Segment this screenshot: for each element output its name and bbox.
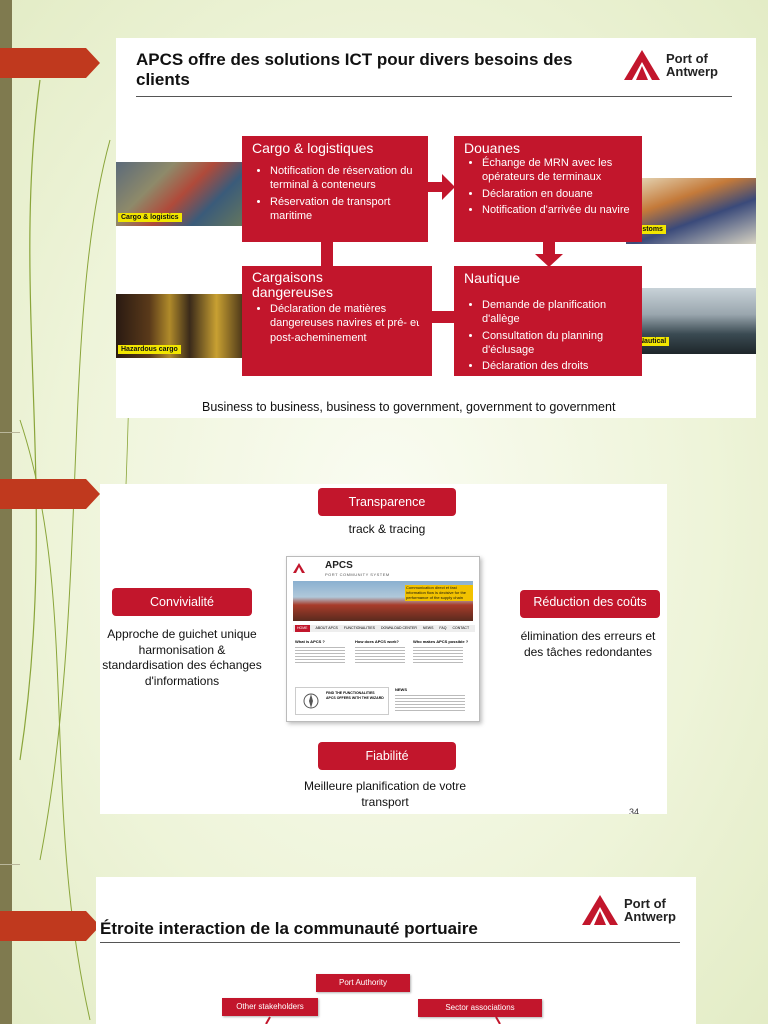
box-cargo: Cargo & logistiques Notification de rése… <box>242 136 428 242</box>
port-of-antwerp-logo-icon <box>624 50 660 80</box>
box-list: Notification de réservation du terminal … <box>256 164 428 225</box>
title-rule <box>100 942 680 943</box>
separator <box>0 432 20 433</box>
box-title: Nautique <box>464 270 521 286</box>
fiabilite-label: Fiabilité <box>318 742 456 770</box>
nav-item[interactable]: ABOUT APCS <box>315 626 338 630</box>
arrow-left-icon <box>413 302 455 332</box>
transparence-text: track & tracing <box>348 522 426 536</box>
list-item: Déclaration de matières dangereuses navi… <box>270 302 420 345</box>
apcs-subtitle: PORT COMMUNITY SYSTEM <box>325 572 390 577</box>
text-placeholder <box>295 647 345 663</box>
page-number: 34 <box>628 807 639 814</box>
node-sector-associations: Sector associations <box>418 999 542 1017</box>
transparence-label: Transparence <box>318 488 456 516</box>
reduction-label: Réduction des coûts <box>520 590 660 618</box>
convivialite-text: Approche de guichet unique harmonisation… <box>102 627 262 688</box>
box-title: Douanes <box>464 140 521 156</box>
slide-footer: Business to business, business to govern… <box>202 400 616 414</box>
node-port-authority: Port Authority <box>316 974 410 992</box>
site-col-heading: Who makes APCS possible ? <box>413 639 469 644</box>
slide-title: APCS offre des solutions ICT pour divers… <box>136 50 573 90</box>
box-title: Cargo & logistiques <box>252 140 374 156</box>
list-item: Déclaration en douane <box>482 187 642 201</box>
nav-item[interactable]: NEWS <box>422 626 434 630</box>
list-item: Échange de MRN avec les opérateurs de te… <box>482 156 642 185</box>
node-other-stakeholders: Other stakeholders <box>222 998 318 1016</box>
logo-line-2: Antwerp <box>624 909 676 924</box>
banner-text: Communication direct et fast information… <box>405 585 473 602</box>
photo-label: Nautical <box>636 337 670 346</box>
list-item: Consultation du planning d'éclusage <box>482 329 642 358</box>
logo-line-2: Antwerp <box>666 64 718 79</box>
box-cargaisons: Cargaisons dangereuses Déclaration de ma… <box>242 266 432 376</box>
wizard-text: FIND THE FUNCTIONALITIES APCS OFFERS WIT… <box>326 691 384 700</box>
box-list: Déclaration de matières dangereuses navi… <box>256 302 420 347</box>
list-item: Notification d'arrivée du navire <box>482 203 642 217</box>
arrow-down-icon <box>535 242 563 267</box>
box-nautique: Nautique Demande de planification d'allè… <box>454 266 642 376</box>
text-placeholder <box>413 647 463 663</box>
nav-item[interactable]: HOME <box>295 625 310 632</box>
arrow-right-icon <box>428 174 455 200</box>
box-list: Demande de planification d'allège Consul… <box>468 298 642 375</box>
logo-line-1: Port of <box>624 896 666 911</box>
connector-lines <box>265 1016 501 1024</box>
photo-label: Cargo & logistics <box>118 213 182 222</box>
nav-item[interactable]: FAQ <box>439 626 447 630</box>
convivialite-label: Convivialité <box>112 588 252 616</box>
nautical-photo: Nautical <box>632 288 756 354</box>
list-item: Notification de réservation du terminal … <box>270 164 428 193</box>
nav-item[interactable]: FUNCTIONALITIES <box>343 626 375 630</box>
box-list: Échange de MRN avec les opérateurs de te… <box>468 156 642 219</box>
site-col-heading: What is APCS ? <box>295 639 325 644</box>
photo-label: Customs <box>630 225 666 234</box>
slide-tab <box>0 48 100 78</box>
fiabilite-text: Meilleure planification de votre transpo… <box>303 779 467 809</box>
site-nav: HOME ABOUT APCS FUNCTIONALITIES DOWNLOAD… <box>293 625 475 632</box>
text-placeholder <box>355 647 405 663</box>
text-placeholder <box>395 695 465 713</box>
apcs-website-screenshot: APCS PORT COMMUNITY SYSTEM Communication… <box>286 556 480 722</box>
customs-photo: Customs <box>626 178 756 244</box>
hazardous-photo: Hazardous cargo <box>116 294 250 358</box>
nav-item[interactable]: DOWNLOAD CENTER <box>380 626 417 630</box>
slide-3: Port of Antwerp Étroite interaction de l… <box>96 877 696 1024</box>
site-col-heading: How does APCS work? <box>355 639 399 644</box>
slide-1: APCS offre des solutions ICT pour divers… <box>116 38 756 418</box>
box-title: Cargaisons dangereuses <box>252 269 333 301</box>
slide-title: Étroite interaction de la communauté por… <box>100 919 478 938</box>
site-news: NEWS <box>395 687 407 692</box>
slide-tab <box>0 479 100 509</box>
left-strip <box>0 0 12 1024</box>
slide-tab <box>0 911 100 941</box>
photo-label: Hazardous cargo <box>118 345 181 354</box>
separator <box>0 864 20 865</box>
compass-icon <box>303 693 319 709</box>
box-douanes: Douanes Échange de MRN avec les opérateu… <box>454 136 642 242</box>
list-item: Déclaration des droits <box>482 359 642 373</box>
cargo-photo: Cargo & logistics <box>116 162 250 226</box>
port-of-antwerp-logo-icon <box>293 563 305 573</box>
title-rule <box>136 96 732 97</box>
list-item: Demande de planification d'allège <box>482 298 642 327</box>
nav-item[interactable]: CONTACT <box>452 626 470 630</box>
arrow-up-icon <box>313 227 341 267</box>
port-of-antwerp-logo-icon <box>582 895 618 925</box>
reduction-text: élimination des erreurs et des tâches re… <box>520 629 656 659</box>
slide-2: Transparence track & tracing Convivialit… <box>100 484 667 814</box>
apcs-logo: APCS <box>325 560 353 571</box>
logo-line-1: Port of <box>666 51 708 66</box>
wizard-promo[interactable]: FIND THE FUNCTIONALITIES APCS OFFERS WIT… <box>295 687 389 715</box>
list-item: Réservation de transport maritime <box>270 195 428 224</box>
